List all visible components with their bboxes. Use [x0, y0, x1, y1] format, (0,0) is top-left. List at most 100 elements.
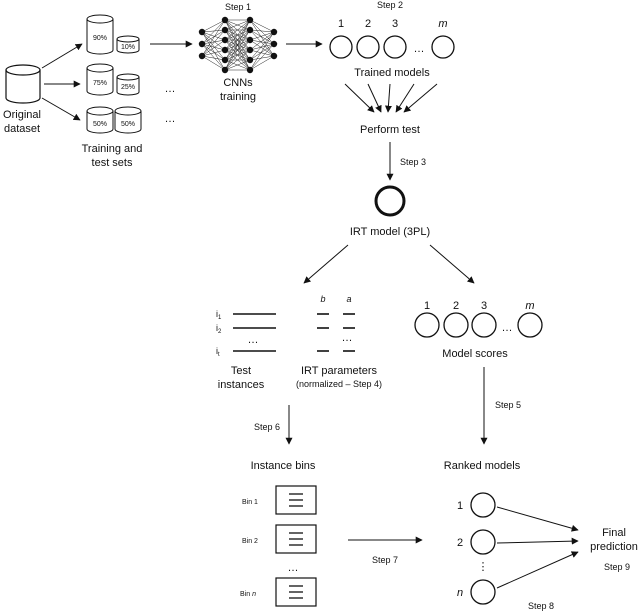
split-label: 75% — [93, 80, 107, 87]
network-connection — [249, 31, 275, 51]
network-connection — [201, 39, 226, 45]
ranked-model-circle — [470, 579, 496, 605]
models-ellipsis: … — [414, 43, 425, 55]
network-connection — [249, 39, 275, 45]
network-node — [270, 40, 278, 48]
network-connection — [224, 19, 251, 61]
splits-ellipsis: … — [165, 83, 176, 95]
model-score-circle — [414, 312, 440, 338]
network-node — [246, 36, 254, 44]
training-test-sets-label-2: test sets — [92, 157, 133, 169]
network-connection — [201, 55, 226, 71]
network-node — [246, 46, 254, 54]
split-label: 50% — [121, 121, 135, 128]
network-connection — [249, 19, 275, 45]
network-connection — [201, 31, 226, 71]
score-number: m — [525, 300, 534, 312]
network-connection — [201, 39, 226, 57]
bins-ellipsis: … — [288, 562, 299, 574]
model-number: 1 — [338, 18, 344, 30]
network-connection — [201, 43, 226, 61]
network-connection — [201, 55, 226, 61]
params-ellipsis: … — [342, 332, 353, 344]
network-connection — [201, 43, 226, 51]
ranked-models-label: Ranked models — [444, 460, 521, 472]
scores-ellipsis: … — [502, 322, 513, 334]
network-connection — [249, 29, 275, 33]
step-2-label: Step 2 — [377, 0, 403, 10]
training-test-sets-label: Training and — [82, 143, 143, 155]
trained-model-circle — [431, 35, 455, 59]
trained-models-label: Trained models — [354, 67, 430, 79]
network-connection — [249, 43, 275, 71]
network-connection — [201, 19, 226, 45]
network-connection — [249, 49, 275, 57]
network-connection — [249, 19, 275, 57]
network-connection — [249, 55, 275, 71]
network-connection — [201, 31, 226, 41]
cnns-training-label: CNNs — [223, 77, 253, 89]
network-node — [198, 52, 206, 60]
network-connection — [249, 31, 275, 71]
bin-label: Bin n — [240, 591, 256, 598]
rank-number: n — [457, 587, 463, 599]
instance-bins-label: Instance bins — [251, 460, 316, 472]
instance-bin-box — [275, 524, 317, 554]
irt-parameters-note: (normalized – Step 4) — [296, 379, 382, 389]
score-number: 2 — [453, 300, 459, 312]
step-6-label: Step 6 — [254, 422, 280, 432]
neural-network-icon — [198, 16, 278, 74]
network-node — [246, 16, 254, 24]
instance-index: i1 — [216, 309, 222, 321]
model-score-circle — [471, 312, 497, 338]
step-8-label: Step 8 — [528, 601, 554, 611]
network-node — [221, 26, 229, 34]
instance-bin-box — [275, 485, 317, 515]
network-connection — [249, 43, 275, 51]
network-connection — [201, 43, 226, 71]
split-label: 25% — [121, 84, 135, 91]
network-connection — [201, 31, 226, 61]
instance-index: i2 — [216, 323, 222, 335]
score-number: 1 — [424, 300, 430, 312]
ranked-ellipsis: ⋮ — [478, 561, 489, 573]
network-node — [221, 16, 229, 24]
splits-ellipsis-2: … — [165, 113, 176, 125]
original-dataset-label: Original — [3, 109, 41, 121]
network-connection — [201, 29, 226, 45]
split-90-10: 90% 10% — [86, 14, 140, 55]
split-50-50: 50% 50% — [86, 106, 142, 134]
network-connection — [201, 49, 226, 57]
network-connection — [224, 19, 251, 51]
score-number: 3 — [481, 300, 487, 312]
instance-index: it — [216, 346, 220, 358]
rank-number: 2 — [457, 537, 463, 549]
network-connection — [201, 29, 226, 33]
network-connection — [249, 39, 275, 57]
model-number: m — [438, 18, 447, 30]
network-connection — [224, 49, 251, 71]
network-connection — [249, 19, 275, 33]
split-75-25: 75% 25% — [86, 63, 140, 96]
perform-test-label: Perform test — [360, 124, 420, 136]
test-instances-label-2: instances — [218, 379, 265, 391]
network-connection — [224, 19, 251, 71]
final-prediction-label: Final — [602, 527, 626, 539]
original-dataset-cylinder-icon — [5, 64, 41, 104]
ranked-model-circle — [470, 529, 496, 555]
network-connection — [249, 55, 275, 61]
network-connection — [224, 29, 251, 71]
step-5-label: Step 5 — [495, 400, 521, 410]
network-connection — [201, 29, 226, 57]
model-number: 2 — [365, 18, 371, 30]
network-node — [246, 26, 254, 34]
network-node — [198, 40, 206, 48]
param-b-label: b — [320, 294, 325, 304]
irt-parameters-label: IRT parameters — [301, 365, 378, 377]
network-connection — [224, 19, 251, 41]
split-label: 10% — [121, 44, 135, 51]
ranked-model-circle — [470, 492, 496, 518]
instances-ellipsis: … — [248, 334, 259, 346]
network-node — [221, 56, 229, 64]
network-connection — [249, 31, 275, 41]
